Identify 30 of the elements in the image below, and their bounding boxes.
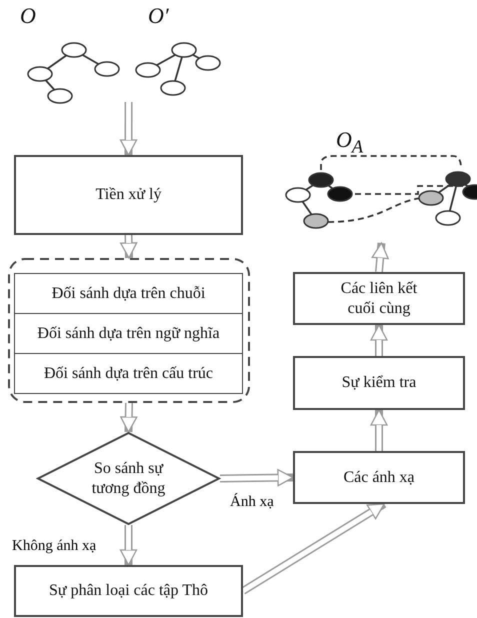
hollow-arrow bbox=[370, 324, 388, 356]
ontology-label: O$_{A}$ bbox=[336, 126, 364, 158]
edge-label: Không ánh xạ bbox=[10, 538, 98, 555]
box-text: Tiền xử lý bbox=[96, 185, 162, 205]
box-text: Sự kiểm tra bbox=[342, 373, 416, 393]
hollow-arrow bbox=[372, 242, 389, 272]
box-text: Đối sánh dựa trên cấu trúc bbox=[44, 364, 214, 384]
box-text: Sự phân loại các tập Thô bbox=[49, 581, 208, 601]
process-box bbox=[14, 565, 243, 617]
box-text: Đối sánh dựa trên chuỗi bbox=[52, 284, 206, 304]
box-text: Các ánh xạ bbox=[343, 468, 415, 488]
box-text: Đối sánh dựa trên ngữ nghĩa bbox=[37, 324, 220, 344]
edge-label: Ánh xạ bbox=[228, 494, 276, 511]
decision-text: So sánh sự tương đồng bbox=[90, 458, 166, 498]
process-row bbox=[14, 353, 243, 394]
process-row bbox=[14, 273, 243, 314]
box-text: Các liên kết cuối cùng bbox=[340, 278, 418, 318]
process-box bbox=[293, 356, 465, 410]
process-box bbox=[293, 272, 465, 325]
process-box bbox=[293, 451, 465, 504]
hollow-arrow bbox=[220, 469, 294, 486]
ontology-label: O bbox=[20, 2, 36, 30]
hollow-arrow bbox=[120, 234, 138, 259]
hollow-arrow bbox=[120, 402, 138, 433]
hollow-arrow bbox=[370, 409, 388, 451]
hollow-arrow bbox=[120, 102, 138, 156]
ontology-label: O′ bbox=[148, 2, 169, 30]
hollow-arrow bbox=[120, 525, 138, 566]
process-box bbox=[14, 155, 243, 235]
process-row bbox=[14, 313, 243, 354]
